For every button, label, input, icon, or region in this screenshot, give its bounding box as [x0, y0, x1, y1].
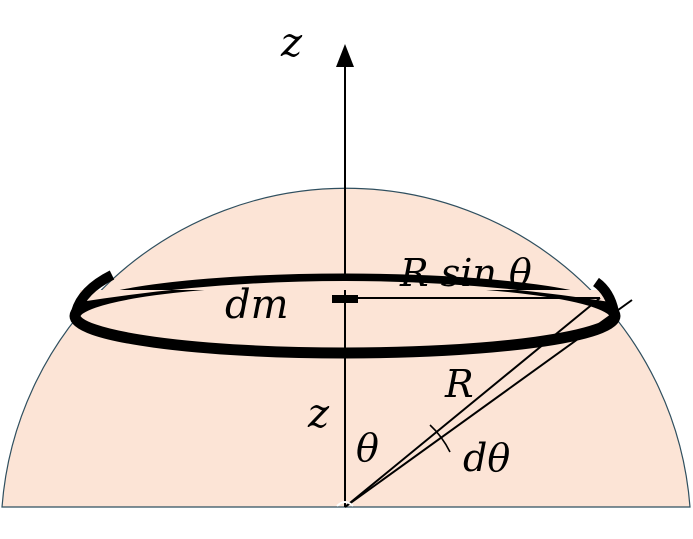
dtheta-arc [429, 424, 451, 453]
z-axis-arrowhead [336, 44, 354, 67]
radius-line [344, 297, 601, 508]
ring-back-upper-left [71, 270, 115, 314]
radius-line-dtheta [344, 299, 633, 508]
label-radius: R [444, 362, 474, 406]
origin-marker [336, 501, 354, 507]
label-dm: dm [225, 282, 289, 328]
ring-back-mask [80, 281, 610, 302]
label-r-sin-theta: R sin θ [399, 251, 532, 295]
mass-ring [69, 273, 621, 359]
label-z-axis: z [280, 20, 303, 66]
ring-back-upper-right [592, 277, 619, 314]
label-dtheta: dθ [463, 436, 510, 480]
label-theta: θ [356, 426, 379, 470]
label-z-segment: z [307, 391, 330, 437]
